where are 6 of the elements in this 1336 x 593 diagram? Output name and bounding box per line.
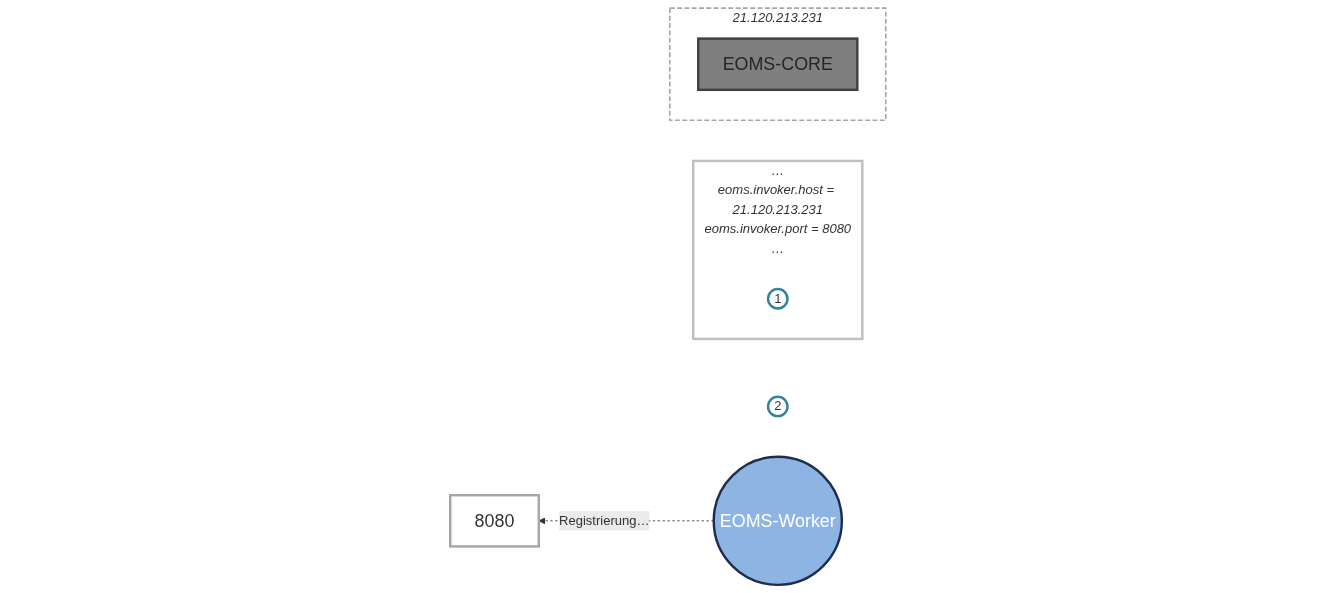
- node-circle: EOMS-Worker: [712, 455, 844, 587]
- node-box: 8080: [449, 494, 540, 548]
- edge-label: Registrierung…: [559, 513, 650, 528]
- node-circle: 2: [766, 395, 789, 418]
- node-box: EOMS-CORE: [697, 37, 859, 92]
- node-circle: 1: [766, 287, 789, 310]
